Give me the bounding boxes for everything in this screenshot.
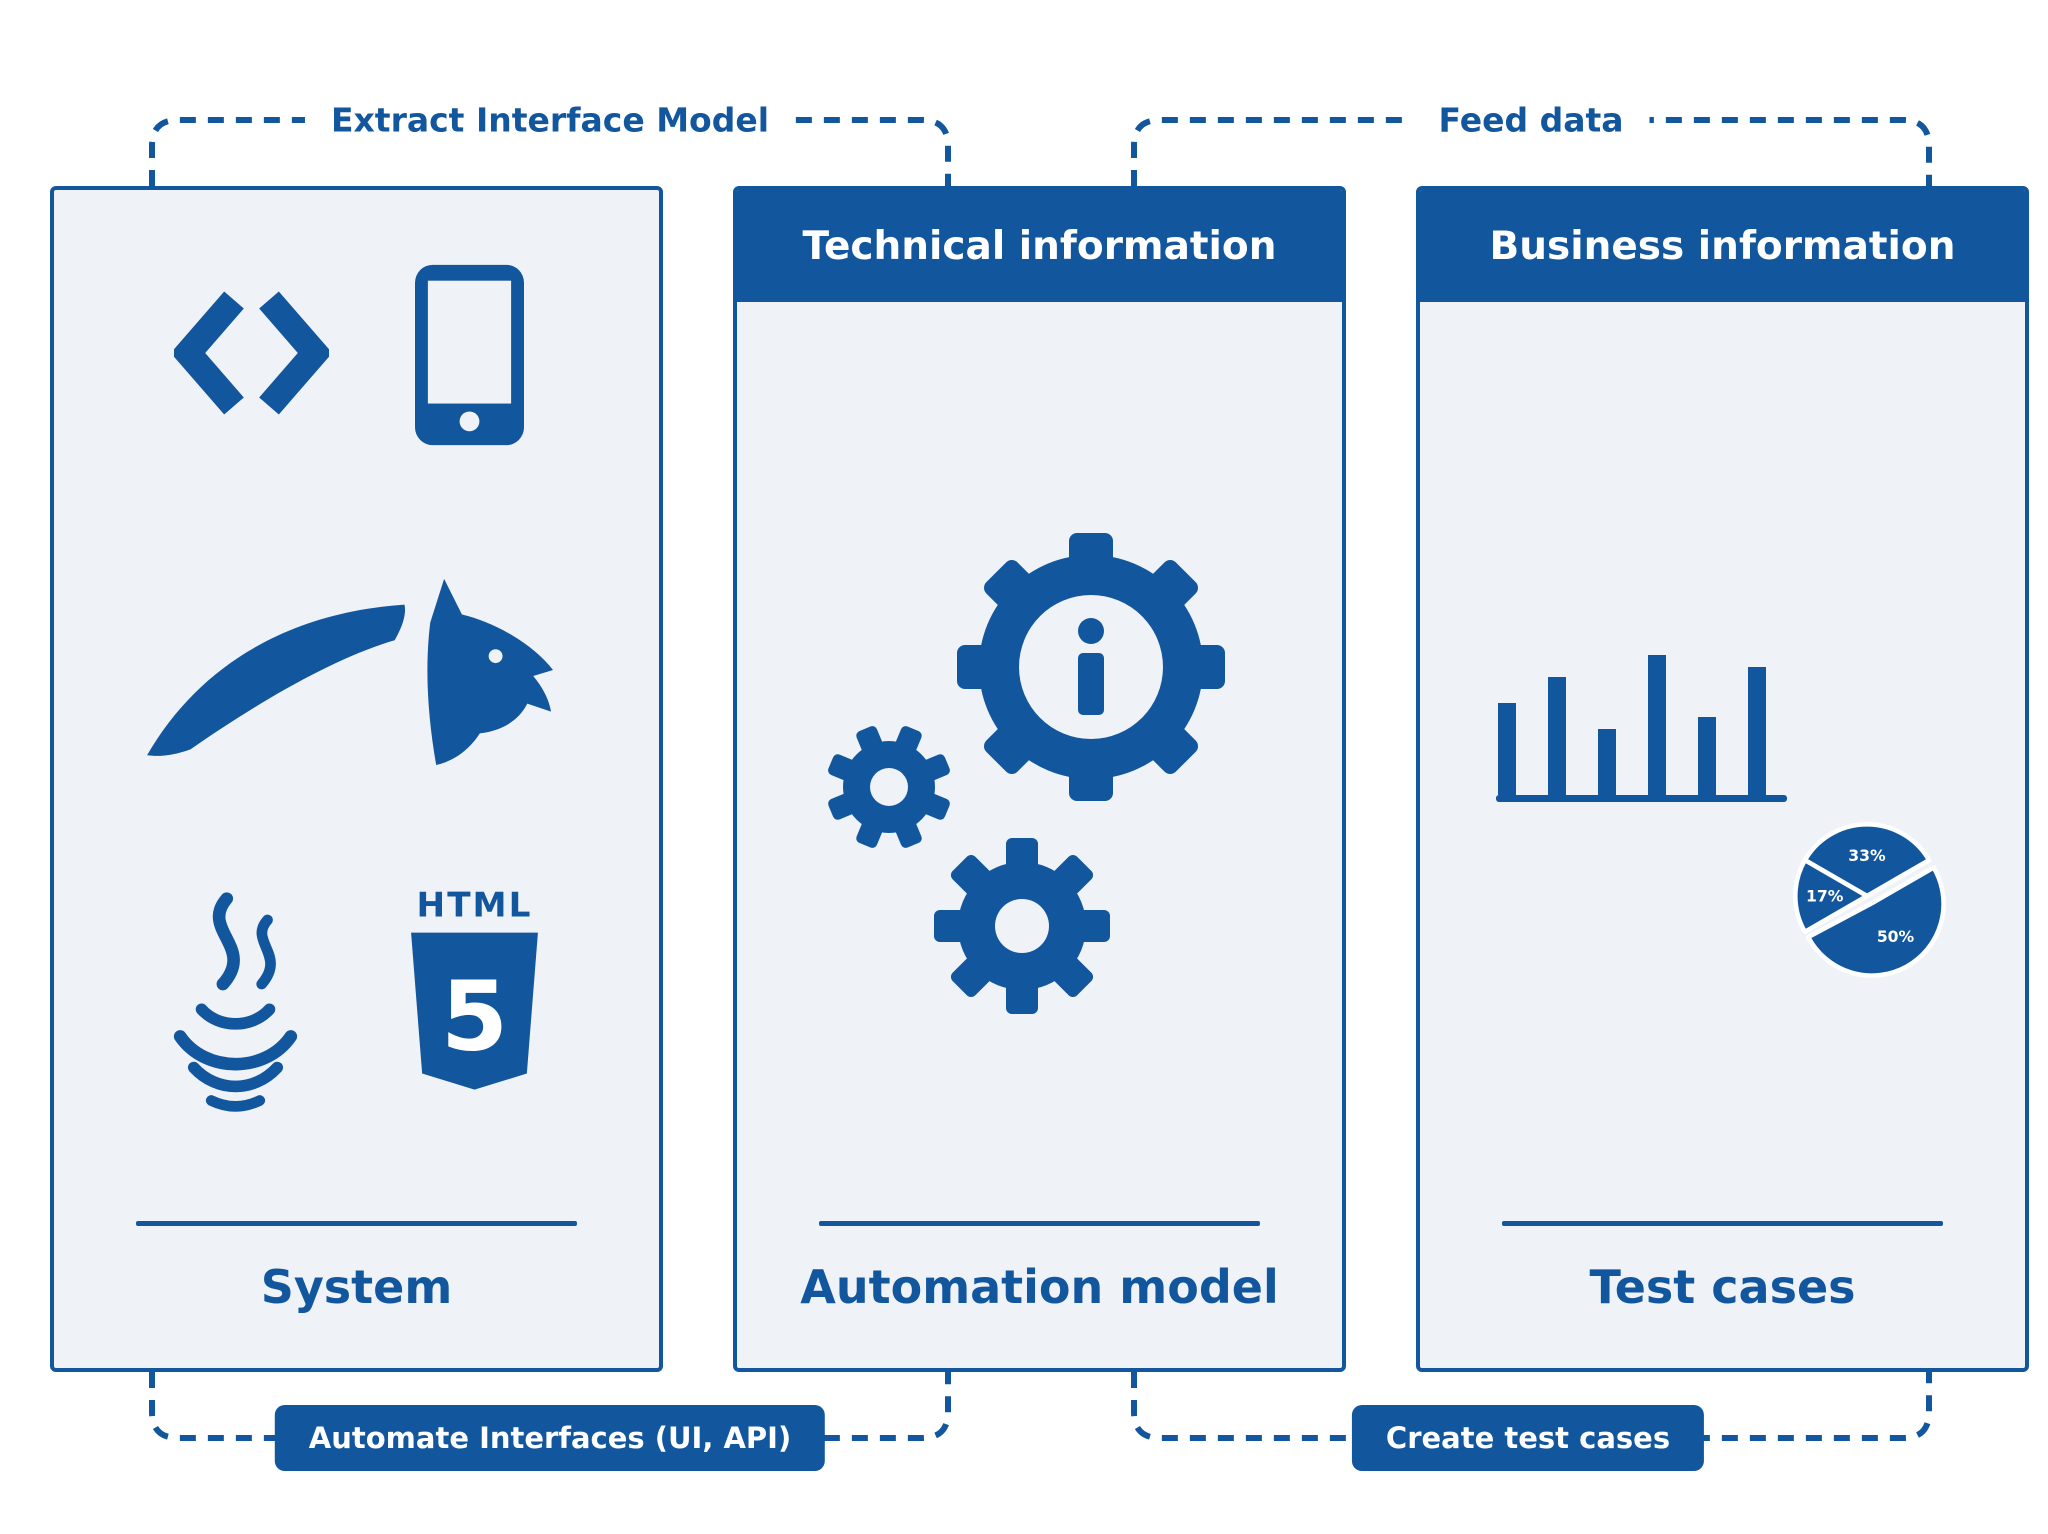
feed-data-label: Feed data bbox=[1412, 98, 1650, 142]
bar-0 bbox=[1498, 703, 1516, 795]
pie-label-50: 50% bbox=[1877, 927, 1915, 946]
pie-label-33: 33% bbox=[1848, 846, 1886, 865]
smartphone-icon bbox=[415, 264, 524, 446]
html5-icon: HTML 5 bbox=[411, 886, 538, 1090]
code-icon bbox=[174, 291, 329, 415]
system-footer-label: System bbox=[260, 1260, 453, 1314]
html5-shield bbox=[411, 932, 538, 1090]
bar-4 bbox=[1698, 717, 1716, 795]
bar-chart-icon bbox=[1496, 655, 1787, 802]
pie-slice-17 bbox=[1793, 857, 1870, 935]
bar-2 bbox=[1598, 729, 1616, 795]
testcases-footer-label: Test cases bbox=[1589, 1260, 1856, 1314]
testcases-panel-footer: Test cases bbox=[1420, 1221, 2025, 1368]
create-test-cases-label: Create test cases bbox=[1351, 1405, 1705, 1471]
pie-label-17: 17% bbox=[1806, 887, 1844, 906]
system-panel: HTML 5 System bbox=[50, 186, 663, 1372]
info-symbol bbox=[1078, 618, 1104, 715]
business-information-header: Business information bbox=[1420, 190, 2025, 302]
pie-chart-icon: 33% 17% 50% bbox=[1793, 822, 1946, 978]
bar-1 bbox=[1548, 677, 1566, 795]
bar-3 bbox=[1648, 655, 1666, 795]
horse-icon bbox=[147, 578, 554, 766]
business-information-panel: Business information 33% 17% 50% bbox=[1416, 186, 2029, 1372]
bar-chart-baseline bbox=[1496, 795, 1787, 802]
pie-slice-50 bbox=[1805, 865, 1946, 978]
technical-information-panel: Technical information bbox=[733, 186, 1346, 1372]
system-footer-line bbox=[135, 1221, 578, 1226]
technical-information-header: Technical information bbox=[737, 190, 1342, 302]
system-panel-body: HTML 5 bbox=[54, 190, 659, 1221]
pie-slice-33 bbox=[1802, 822, 1932, 899]
bar-5 bbox=[1748, 667, 1766, 795]
testcases-panel-body: 33% 17% 50% bbox=[1420, 302, 2025, 1221]
testcases-footer-line bbox=[1501, 1221, 1944, 1226]
info-gear-icon bbox=[957, 533, 1225, 801]
html5-wordmark: HTML bbox=[417, 886, 533, 926]
automation-footer-label: Automation model bbox=[800, 1260, 1279, 1314]
small-gear-icon bbox=[828, 726, 950, 848]
system-panel-footer: System bbox=[54, 1221, 659, 1368]
extract-interface-model-label: Extract Interface Model bbox=[304, 98, 796, 142]
automation-panel-body bbox=[737, 302, 1342, 1221]
solid-gear-icon bbox=[934, 838, 1110, 1014]
automate-interfaces-label: Automate Interfaces (UI, API) bbox=[274, 1405, 826, 1471]
automation-footer-line bbox=[818, 1221, 1261, 1226]
html5-numeral: 5 bbox=[441, 959, 508, 1072]
java-icon bbox=[173, 892, 298, 1112]
automation-panel-footer: Automation model bbox=[737, 1221, 1342, 1368]
